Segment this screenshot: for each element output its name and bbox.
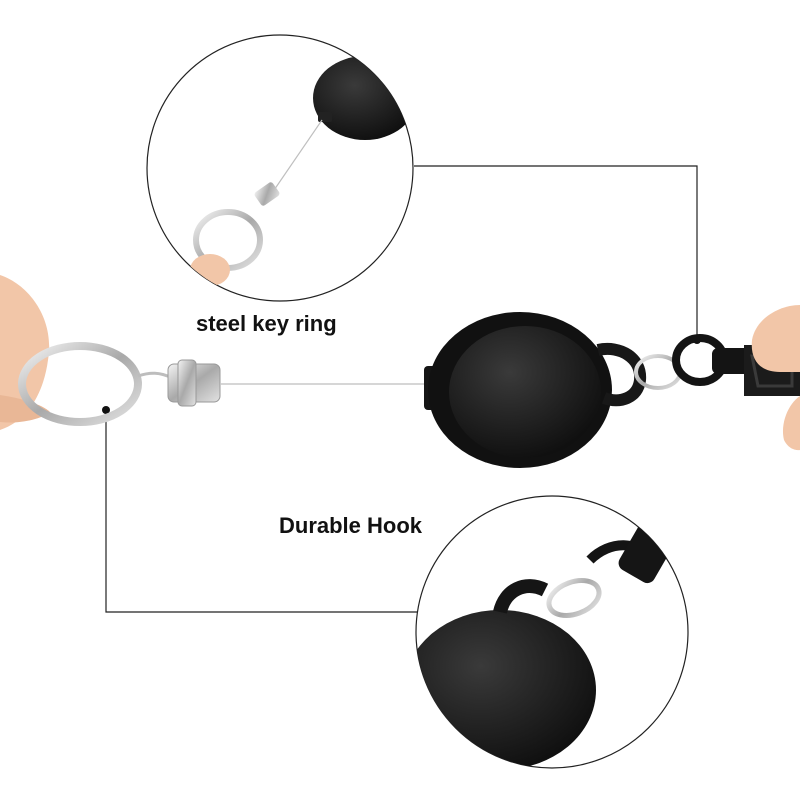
reel-closeup-bottom xyxy=(416,610,596,768)
cable-clamp xyxy=(254,182,280,206)
reel-closeup xyxy=(313,56,413,140)
main-product xyxy=(0,275,800,468)
callout-lines xyxy=(105,165,698,613)
swivel-head xyxy=(712,348,752,374)
reel-face xyxy=(449,326,601,458)
left-hand xyxy=(0,275,50,430)
steel-cable xyxy=(269,119,323,197)
right-hand xyxy=(751,305,800,372)
key-ring-detail-circle xyxy=(146,34,414,302)
key-ring xyxy=(18,342,142,426)
key-ring-label: steel key ring xyxy=(196,311,337,336)
hook-label: Durable Hook xyxy=(279,513,423,538)
callout-line-top xyxy=(414,165,698,338)
callout-dot-bottom xyxy=(102,406,110,414)
callout-line-bottom xyxy=(105,410,418,613)
reel-loop-closeup xyxy=(493,579,549,615)
hook-detail-circle xyxy=(415,495,689,769)
split-ring-closeup xyxy=(546,578,602,618)
